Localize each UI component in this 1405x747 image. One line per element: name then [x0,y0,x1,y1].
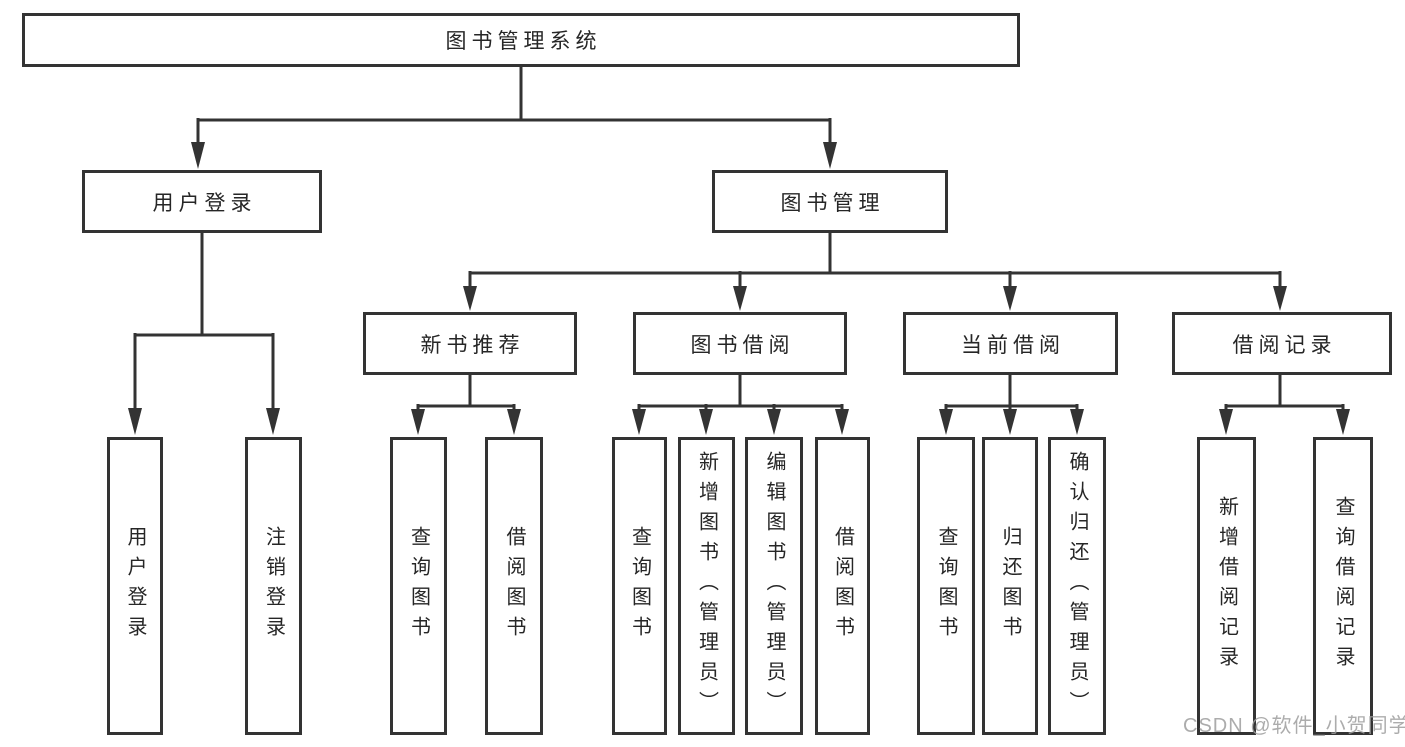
node-new-book-recommend: 新书推荐 [363,312,577,375]
node-borrow-records: 借阅记录 [1172,312,1392,375]
arrowheads [128,142,1350,435]
node-root: 图书管理系统 [22,13,1020,67]
leaf-add-borrow-record: 新增借阅记录 [1197,437,1256,735]
leaf-confirm-return-admin: 确认归还（管理员） [1048,437,1106,735]
leaf-label: 编辑图书（管理员） [763,451,785,721]
leaf-query-borrow-record: 查询借阅记录 [1313,437,1373,735]
leaf-edit-book-admin: 编辑图书（管理员） [745,437,803,735]
leaf-add-book-admin: 新增图书（管理员） [678,437,735,735]
node-current-borrow: 当前借阅 [903,312,1118,375]
leaf-label: 借阅图书 [503,526,525,646]
leaf-borrow-books-2: 借阅图书 [815,437,870,735]
leaf-label: 借阅图书 [831,526,854,646]
leaf-borrow-books-1: 借阅图书 [485,437,543,735]
leaf-label: 归还图书 [999,526,1021,646]
leaf-return-book: 归还图书 [982,437,1038,735]
node-book-management: 图书管理 [712,170,948,233]
node-book-borrow: 图书借阅 [633,312,847,375]
csdn-watermark: CSDN @软件_小贺同学 [1183,715,1405,737]
leaf-label: 注销登录 [262,526,285,646]
leaf-logout: 注销登录 [245,437,302,735]
leaf-label: 新增图书（管理员） [695,451,718,721]
leaf-label: 查询图书 [935,526,957,646]
leaf-label: 查询图书 [628,526,651,646]
leaf-label: 确认归还（管理员） [1066,451,1088,721]
leaf-label: 查询借阅记录 [1332,496,1354,676]
leaf-query-books-1: 查询图书 [390,437,447,735]
node-user-login: 用户登录 [82,170,322,233]
leaf-label: 用户登录 [124,526,146,646]
leaf-label: 新增借阅记录 [1215,496,1238,676]
leaf-query-books-3: 查询图书 [917,437,975,735]
leaf-label: 查询图书 [407,526,430,646]
leaf-query-books-2: 查询图书 [612,437,667,735]
leaf-user-login: 用户登录 [107,437,163,735]
